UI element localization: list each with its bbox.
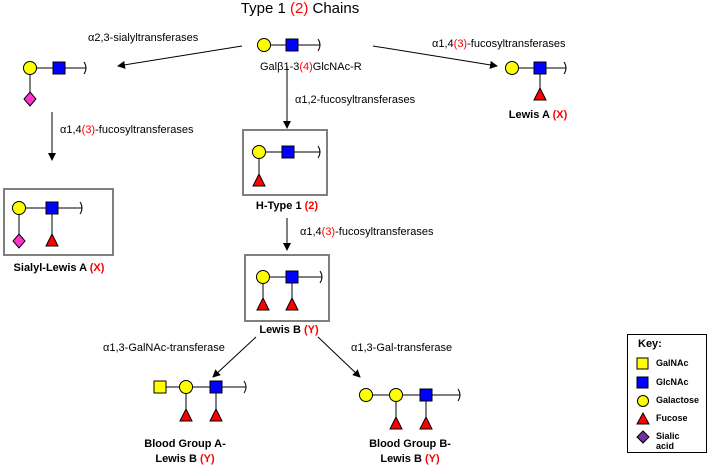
enzyme-galnac-transferase: α1,3-GalNAc-transferase bbox=[103, 342, 225, 354]
h-type1-box bbox=[242, 129, 328, 196]
blue-square-icon bbox=[636, 376, 649, 389]
lewis-b-box bbox=[244, 254, 330, 322]
diagram-title: Type 1 (2) Chains bbox=[0, 0, 600, 17]
sialyl-lewis-a-box bbox=[3, 188, 114, 256]
arrow-to-sialyl bbox=[117, 45, 243, 69]
glcnac-icon bbox=[533, 61, 547, 75]
title-main: Type 1 bbox=[240, 0, 290, 17]
galactose-icon bbox=[389, 388, 403, 402]
fucose-icon bbox=[45, 232, 59, 247]
title-paren: (2) bbox=[290, 0, 309, 17]
galactose-icon bbox=[23, 61, 37, 75]
lewis-a-label: Lewis A (X) bbox=[508, 109, 568, 121]
key-title: Key: bbox=[638, 338, 662, 350]
yellow-square-icon bbox=[636, 357, 649, 370]
glcnac-icon bbox=[209, 380, 223, 394]
fucose-icon bbox=[419, 415, 433, 430]
arrow-to-lewis-a bbox=[372, 45, 498, 69]
glcnac-icon bbox=[285, 38, 299, 52]
galactose-icon bbox=[256, 270, 270, 284]
h-type1-glycan bbox=[252, 145, 321, 187]
galnac-icon bbox=[153, 380, 167, 394]
fucose-icon bbox=[256, 296, 270, 311]
fucose-icon bbox=[179, 407, 193, 422]
fucose-icon bbox=[389, 415, 403, 430]
sialic-acid-icon bbox=[12, 233, 26, 249]
galactose-icon bbox=[252, 145, 266, 159]
fucose-icon bbox=[252, 172, 266, 187]
galactose-icon bbox=[257, 38, 271, 52]
enzyme-fucosyltransferase-left: α1,4(3)-fucosyltransferases bbox=[60, 124, 194, 136]
red-triangle-icon bbox=[636, 412, 650, 425]
glcnac-icon bbox=[45, 201, 59, 215]
substrate-glycan bbox=[257, 38, 321, 52]
sialyl-glycan bbox=[23, 61, 87, 107]
enzyme-fucosyltransferase-right: α1,4(3)-fucosyltransferases bbox=[432, 38, 566, 50]
glcnac-icon bbox=[52, 61, 66, 75]
purple-diamond-icon bbox=[636, 430, 650, 444]
enzyme-sialyltransferase: α2,3-sialyltransferases bbox=[88, 32, 199, 44]
title-tail: Chains bbox=[308, 0, 360, 17]
galactose-icon bbox=[359, 388, 373, 402]
glcnac-icon bbox=[285, 270, 299, 284]
yellow-circle-icon bbox=[637, 395, 649, 407]
fucose-icon bbox=[285, 296, 299, 311]
blood-group-a-glycan bbox=[153, 380, 247, 422]
blood-group-a-label: Blood Group A- Lewis B (Y) bbox=[144, 438, 226, 465]
legend-key: Key: GalNAc GlcNAc Galactose Fucose Sial… bbox=[627, 334, 707, 453]
blood-group-b-glycan bbox=[359, 388, 461, 430]
arrow-to-blood-a bbox=[212, 336, 257, 378]
fucose-icon bbox=[209, 407, 223, 422]
blood-group-b-label: Blood Group B- Lewis B (Y) bbox=[369, 438, 451, 465]
glcnac-icon bbox=[281, 145, 295, 159]
enzyme-fucosyltransferase-12: α1,2-fucosyltransferases bbox=[295, 94, 416, 106]
enzyme-fucosyltransferase-center: α1,4(3)-fucosyltransferases bbox=[300, 226, 434, 238]
lewis-b-glycan bbox=[256, 270, 323, 311]
galactose-icon bbox=[505, 61, 519, 75]
sialyl-lewis-a-glycan bbox=[12, 201, 83, 249]
lewis-a-glycan bbox=[505, 61, 567, 101]
sialic-acid-icon bbox=[23, 91, 37, 107]
fucose-icon bbox=[533, 86, 547, 101]
enzyme-gal-transferase: α1,3-Gal-transferase bbox=[351, 342, 453, 354]
substrate-label: Galβ1-3(4)GlcNAc-R bbox=[260, 61, 362, 73]
galactose-icon bbox=[12, 201, 26, 215]
sialyl-lewis-a-label: Sialyl-Lewis A (X) bbox=[13, 262, 105, 274]
glcnac-icon bbox=[419, 388, 433, 402]
arrow-to-blood-b bbox=[317, 336, 361, 378]
h-type1-label: H-Type 1 (2) bbox=[255, 200, 319, 212]
lewis-b-label: Lewis B (Y) bbox=[259, 324, 319, 336]
galactose-icon bbox=[179, 380, 193, 394]
